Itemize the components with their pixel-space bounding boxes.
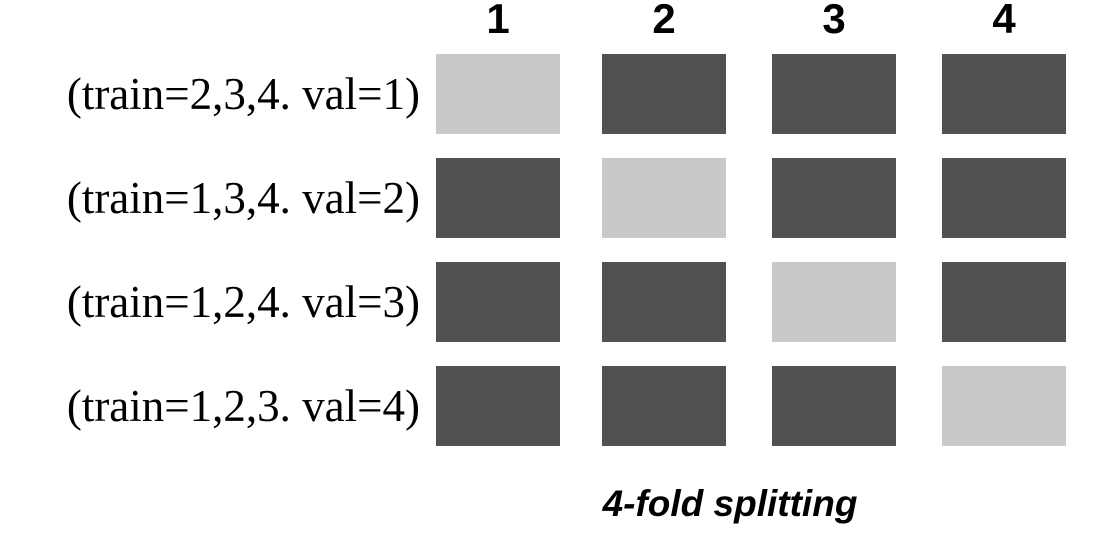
validation-fold-cell: [942, 366, 1066, 446]
fold-column-header-1: 1: [486, 0, 510, 42]
train-fold-cell: [772, 54, 896, 134]
diagram-caption: 4-fold splitting: [602, 483, 858, 524]
fold-column-header-4: 4: [992, 0, 1016, 42]
split-row-label-2: (train=1,3,4. val=2): [66, 173, 420, 223]
validation-fold-cell: [602, 158, 726, 238]
train-fold-cell: [602, 366, 726, 446]
train-fold-cell: [602, 262, 726, 342]
fold-column-header-3: 3: [822, 0, 846, 42]
train-fold-cell: [942, 262, 1066, 342]
split-row-label-1: (train=2,3,4. val=1): [66, 69, 420, 119]
split-row-label-3: (train=1,2,4. val=3): [66, 277, 420, 327]
validation-fold-cell: [436, 54, 560, 134]
train-fold-cell: [436, 158, 560, 238]
train-fold-cell: [436, 262, 560, 342]
train-fold-cell: [772, 366, 896, 446]
train-fold-cell: [942, 158, 1066, 238]
split-row-label-4: (train=1,2,3. val=4): [66, 381, 420, 431]
fold-column-header-2: 2: [652, 0, 676, 42]
train-fold-cell: [436, 366, 560, 446]
validation-fold-cell: [772, 262, 896, 342]
train-fold-cell: [602, 54, 726, 134]
train-fold-cell: [772, 158, 896, 238]
train-fold-cell: [942, 54, 1066, 134]
